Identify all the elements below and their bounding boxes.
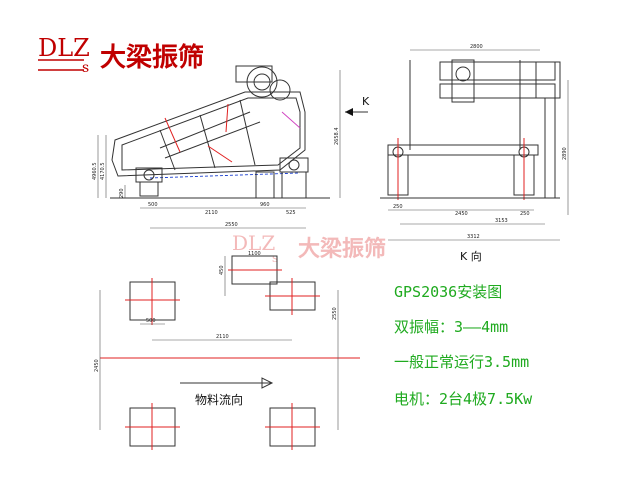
motor-beam-lower — [439, 83, 556, 99]
dim-2110: 2110 — [216, 334, 229, 340]
dim-3312: 3312 — [467, 234, 480, 240]
dim-3153: 3153 — [495, 218, 508, 224]
motor-hub — [455, 66, 471, 82]
dim-250-right: 250 — [520, 211, 530, 217]
motor-beam — [439, 61, 556, 81]
motor-frame — [235, 65, 273, 83]
motor-body — [451, 59, 475, 103]
dim-1100: 1100 — [248, 251, 261, 257]
watermark-latin: DLZ — [232, 231, 275, 255]
brace — [159, 129, 176, 171]
dim-2550: 2550 — [225, 222, 238, 228]
note-motor: 电机：2台4极7.5Kw — [394, 390, 533, 408]
dim-4960: 4960.5 — [92, 163, 98, 181]
dim-450: 450 — [219, 265, 225, 275]
dim-500: 500 — [148, 202, 158, 208]
flow-label: 物料流向 — [195, 392, 243, 407]
dim-500: 500 — [146, 318, 156, 324]
deck-beam — [387, 144, 539, 156]
red-accent — [164, 117, 181, 153]
watermark: DLZ s 大梁振筛 — [232, 231, 386, 265]
dim-2890: 2890 — [562, 147, 568, 160]
motor-body-right — [535, 61, 561, 99]
screen-housing — [111, 91, 306, 177]
magenta-accent — [281, 111, 301, 129]
spring-left — [143, 169, 155, 181]
note-operation: 一般正常运行3.5mm — [394, 353, 529, 371]
brace — [164, 121, 261, 159]
spec-notes: GPS2036安装图 双振幅：3——4mm 一般正常运行3.5mm 电机：2台4… — [394, 283, 533, 408]
dashed-blue-line — [149, 172, 301, 179]
dim-525: 525 — [286, 210, 296, 216]
brace — [159, 111, 251, 149]
view-arrow-label: K — [362, 95, 370, 108]
pedestal-left — [139, 181, 159, 197]
dim-2450: 2450 — [455, 211, 468, 217]
dim-2450: 2450 — [94, 359, 100, 372]
pedestal-mid — [255, 171, 275, 199]
dim-2658: 2658.4 — [334, 128, 340, 146]
note-title: GPS2036安装图 — [394, 283, 502, 301]
exciter-motor — [269, 79, 291, 101]
view-label: K 向 — [460, 249, 482, 263]
flow-arrowhead — [261, 377, 274, 389]
view-arrowhead — [345, 108, 353, 116]
logo-latin: DLZ — [38, 34, 90, 62]
pedestal-right — [281, 171, 307, 199]
side-view: 500 2110 960 525 2550 4960.5 4170.5 290 … — [92, 65, 370, 229]
plan-view: 物料流向 450 1100 500 2110 2450 2550 — [94, 251, 360, 450]
spring-right — [288, 159, 300, 171]
dim-2800: 2800 — [470, 44, 483, 50]
watermark-sub: s — [272, 251, 278, 265]
dim-2110: 2110 — [205, 210, 218, 216]
dim-250-left: 250 — [393, 204, 403, 210]
end-view: 2800 250 2450 250 3153 3312 2890 K 向 — [380, 44, 569, 263]
red-accent — [225, 103, 229, 133]
logo-sub: s — [82, 60, 89, 76]
dim-290: 290 — [119, 188, 125, 198]
dim-4170: 4170.5 — [100, 163, 106, 181]
brace — [239, 99, 256, 166]
note-amplitude: 双振幅：3——4mm — [394, 318, 508, 336]
logo-chinese: 大梁振筛 — [100, 42, 204, 73]
dim-2550: 2550 — [332, 307, 338, 320]
brand-logo: DLZ s 大梁振筛 — [38, 34, 204, 76]
red-accent — [207, 145, 233, 163]
watermark-chinese: 大梁振筛 — [298, 236, 386, 262]
dim-960: 960 — [260, 202, 270, 208]
screen-inner — [121, 97, 301, 171]
